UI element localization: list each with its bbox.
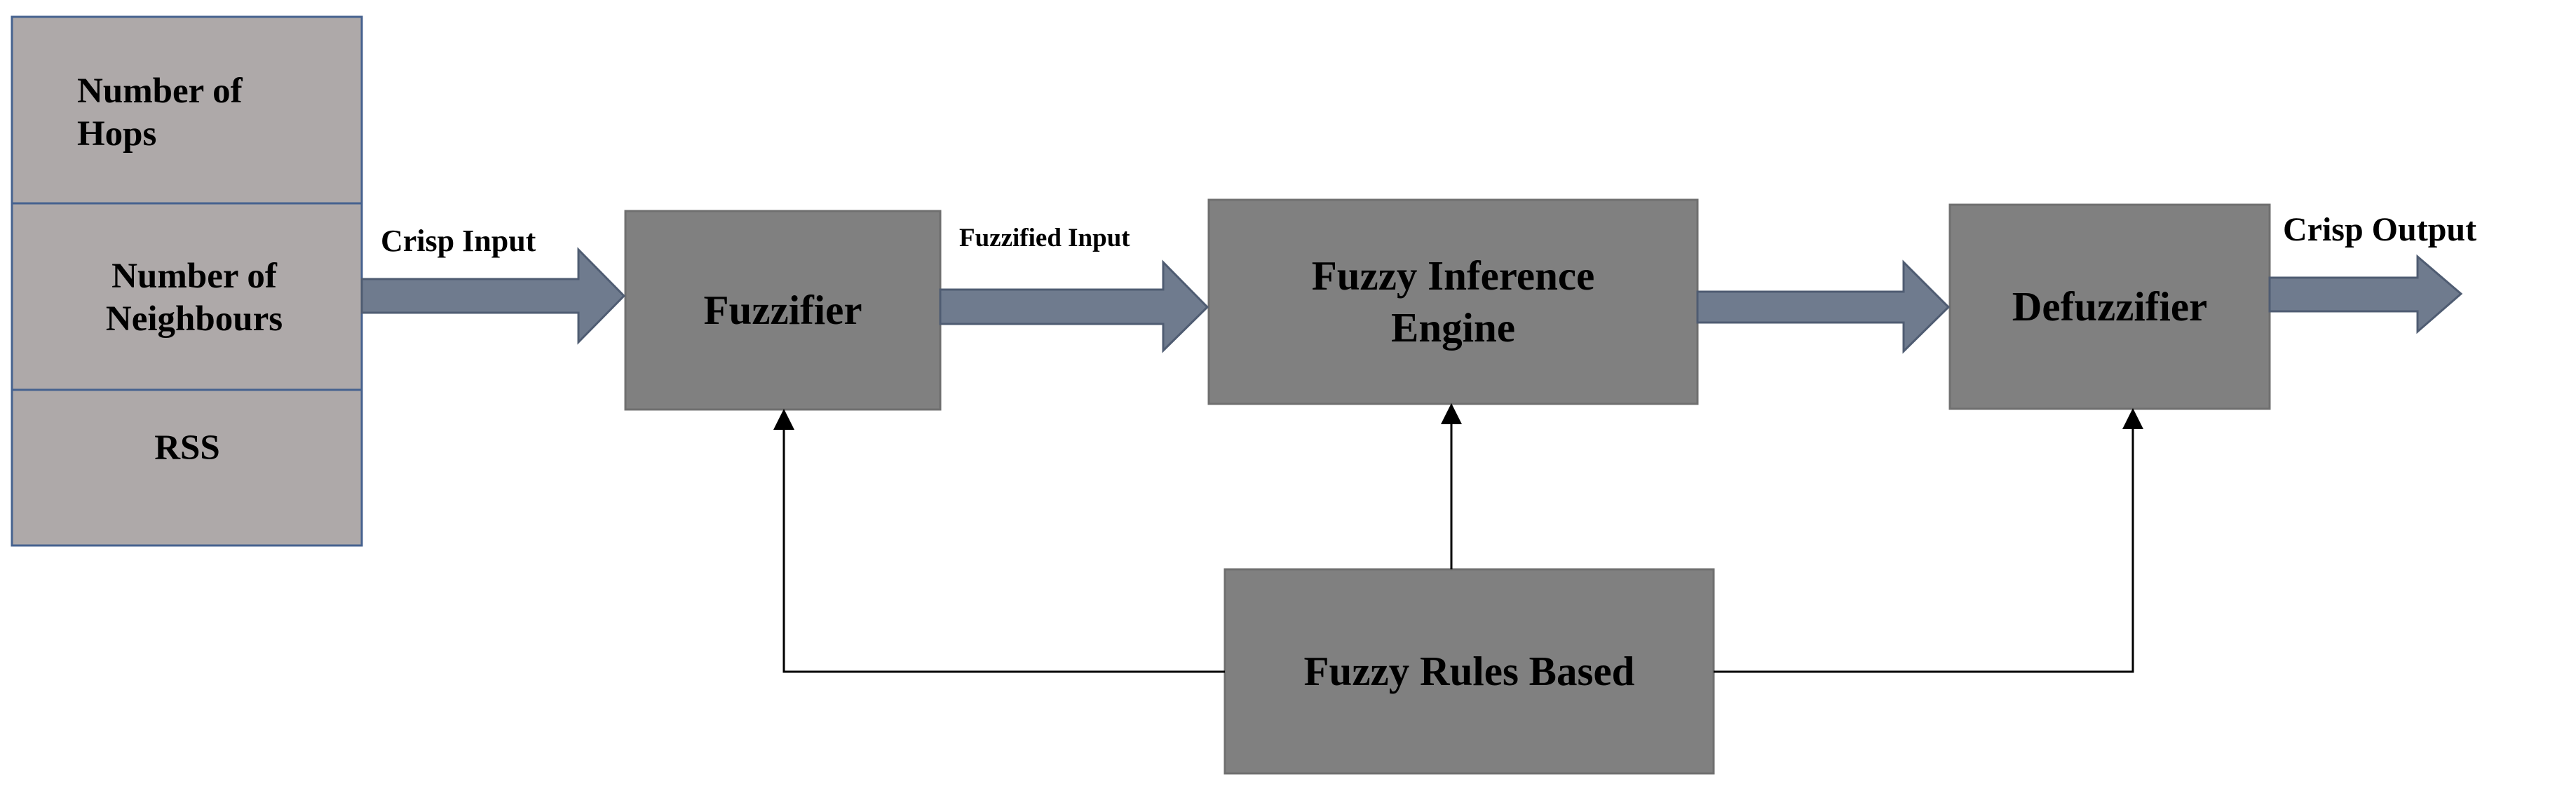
- crisp-output-label: Crisp Output: [2283, 211, 2477, 248]
- inference-engine-box: [1207, 198, 1699, 405]
- input-box-neighbours: [11, 202, 363, 391]
- input-label-hops: Number of Hops: [77, 71, 243, 154]
- fuzzifier-label: Fuzzifier: [703, 287, 862, 334]
- rules-to-fuzzifier-connector: [773, 409, 1225, 673]
- fuzzifier-box: [624, 210, 942, 411]
- crisp-input-label: Crisp Input: [381, 224, 536, 258]
- input-box-hops: [11, 15, 363, 205]
- crisp-input-arrow: [360, 247, 626, 345]
- input-box-rss: [11, 388, 363, 547]
- input-label-rss: RSS: [154, 428, 220, 468]
- rules-box: [1223, 568, 1715, 775]
- rules-label: Fuzzy Rules Based: [1303, 648, 1635, 695]
- fuzzified-input-arrow: [939, 259, 1209, 353]
- defuzzifier-box: [1948, 203, 2271, 410]
- engine-output-arrow: [1696, 259, 1951, 354]
- inference-engine-label: Fuzzy Inference Engine: [1311, 252, 1595, 351]
- input-label-neighbours: Number of Neighbours: [105, 256, 283, 339]
- defuzzifier-label: Defuzzifier: [2012, 283, 2208, 330]
- crisp-output-arrow: [2268, 254, 2463, 334]
- fuzzified-input-label: Fuzzified Input: [959, 224, 1130, 252]
- rules-to-defuzzifier-connector: [1714, 408, 2143, 673]
